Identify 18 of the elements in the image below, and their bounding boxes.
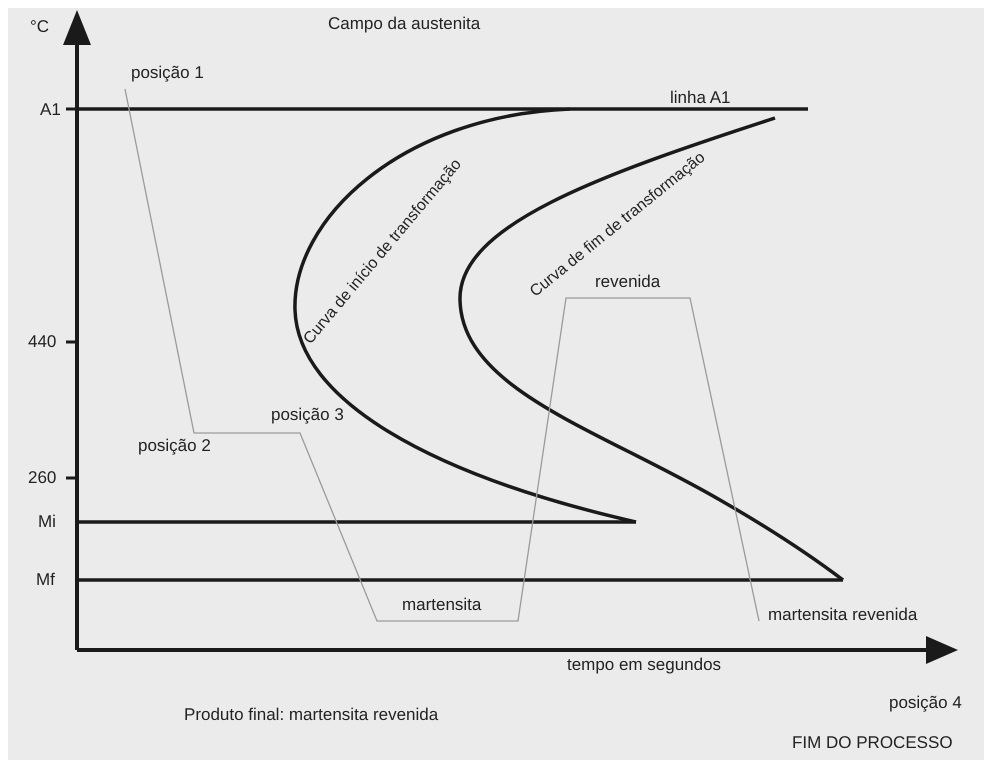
annotation-label: linha A1 [670,89,730,106]
tick-label: 260 [28,469,56,486]
tick-label: Mf [36,571,55,588]
annotation-label: posição 2 [138,437,211,454]
annotation-label: posição 4 [889,694,962,711]
annotation-label: martensita revenida [768,606,918,623]
annotation-label: posição 1 [131,64,204,81]
axis-unit: °C [30,18,50,35]
annotation-label: martensita [402,596,482,613]
annotation-label: posição 3 [271,406,344,423]
tick-label: Mi [38,513,56,530]
region-label: Campo da austenita [328,15,480,32]
axis-title: tempo em segundos [567,656,722,673]
note: FIM DO PROCESSO [792,734,953,751]
annotation-label: revenida [595,273,660,290]
tick-label: A1 [40,101,61,118]
tick-label: 440 [28,333,56,350]
note: Produto final: martensita revenida [184,706,438,723]
